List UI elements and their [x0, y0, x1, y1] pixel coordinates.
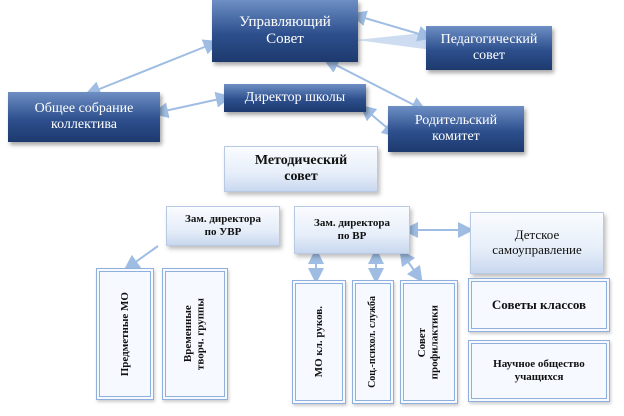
link-council-general [84, 39, 220, 97]
creative-groups-box: Временные творч. группы [162, 268, 228, 400]
link-director-parent [359, 104, 399, 138]
subject-mo-label: Предметные МО [118, 291, 131, 377]
mo-class-teachers-label: МО кл. руков. [312, 306, 325, 378]
prevention-council-label: Совет профилактики [416, 304, 441, 380]
student-self-government-box: Детское самоуправление [470, 212, 604, 274]
socio-psych-service-label: Соц.-психол. служба [367, 296, 379, 388]
deputy-uvr-box: Зам. директора по УВР [166, 206, 280, 246]
socio-psych-service-box: Соц.-психол. служба [352, 280, 394, 404]
student-scientific-society-box: Научное общество учащихся [468, 340, 610, 402]
creative-groups-label: Временные творч. группы [182, 297, 207, 371]
link-general-director [152, 91, 232, 119]
subject-mo-box: Предметные МО [96, 268, 154, 400]
link-council-pedagogical [350, 10, 434, 42]
link-vr-prevention [399, 249, 423, 283]
link-uvr-mo [123, 245, 159, 271]
school-director-box: Директор школы [224, 84, 366, 112]
general-meeting-box: Общее собрание коллектива [8, 92, 160, 142]
class-councils-box: Советы классов [468, 278, 610, 332]
pedagogical-council-box: Педагогический совет [426, 26, 552, 70]
deputy-vr-box: Зам. директора по ВР [294, 206, 410, 254]
prevention-council-box: Совет профилактики [400, 280, 458, 404]
parent-committee-box: Родительский комитет [388, 106, 524, 152]
methodical-council-box: Методический совет [224, 146, 378, 192]
mo-class-teachers-box: МО кл. руков. [292, 280, 346, 404]
governing-council-box: Управляющий Совет [212, 0, 358, 62]
link-council-parent [322, 58, 428, 112]
